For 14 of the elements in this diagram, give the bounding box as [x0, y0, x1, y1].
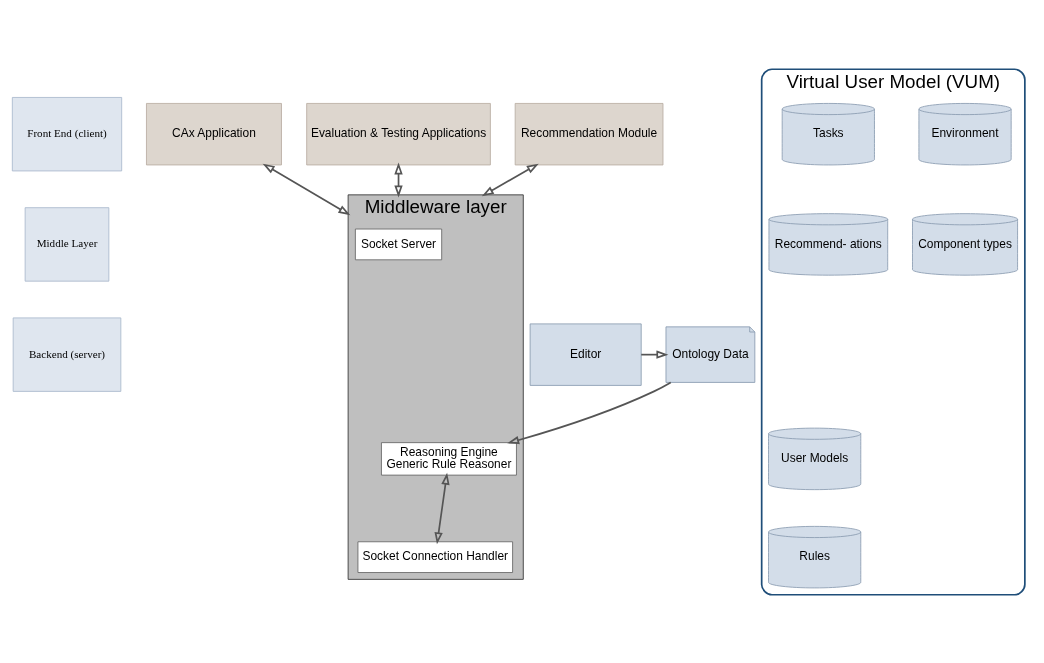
arrow [262, 163, 351, 215]
node-box: Front End (client) [11, 96, 123, 171]
node-box: CAx Application [146, 102, 282, 165]
node-box: Reasoning Engine Generic Rule Reasoner [381, 441, 517, 476]
node-box: Recommendation Module [514, 102, 664, 165]
node-box: Evaluation & Testing Applications [306, 102, 491, 165]
arrow [481, 163, 539, 196]
node-box: Backend (server) [12, 316, 122, 392]
node-box: Socket Server [354, 228, 443, 260]
node-box: Socket Connection Handler [357, 540, 514, 573]
arrow [507, 381, 672, 444]
node-box: Middle Layer [24, 206, 110, 282]
arrow [434, 472, 450, 544]
node-box: Editor [529, 322, 642, 386]
